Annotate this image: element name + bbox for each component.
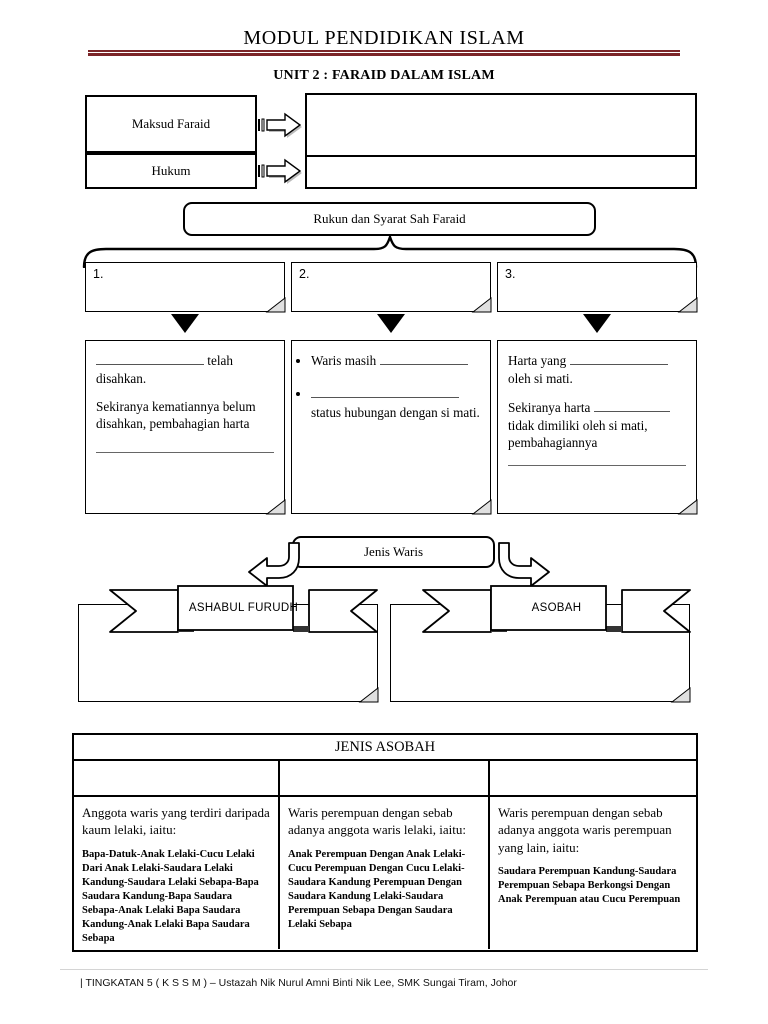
ribbon-ashabul-furudh-label: ASHABUL FURUDH [188,602,299,614]
asobah-table: JENIS ASOBAH Anggota waris yang terdiri … [72,733,698,952]
jenis-waris-heading-text: Jenis Waris [363,544,423,559]
page-curl-icon [671,492,698,515]
curved-arrow-right-down-icon [497,540,555,590]
page-curl-icon [465,492,492,515]
down-triangle-icon [583,314,611,333]
ribbon-asobah-label: ASOBAH [531,602,582,614]
page-curl-icon [671,290,698,313]
label-hukum-text: Hukum [151,163,191,178]
numbered-box-1-number: 1. [93,267,104,281]
footer-text: | TINGKATAN 5 ( K S S M ) – Ustazah Nik … [80,977,517,989]
page-curl-icon [465,290,492,313]
asobah-table-body: Anggota waris yang terdiri daripada kaum… [74,797,696,949]
asobah-table-title: JENIS ASOBAH [74,735,696,761]
numbered-box-3-number: 3. [505,267,516,281]
asobah-column-1-lead: Anggota waris yang terdiri daripada kaum… [82,805,270,838]
detail-1-answer-rule[interactable] [96,451,274,453]
right-block-arrow-icon [258,110,304,140]
asobah-column-3: Waris perempuan dengan sebab adanya angg… [490,797,695,949]
page-curl-icon [352,680,379,703]
asobah-column-1: Anggota waris yang terdiri daripada kaum… [74,797,280,949]
page-curl-icon [664,680,691,703]
detail-3-line-2: Sekiranya harta tidak dimiliki oleh si m… [508,398,686,451]
asobah-header-cell-2[interactable] [280,761,490,795]
answer-field-maksud-faraid[interactable] [307,95,695,157]
footer-divider [60,969,708,970]
asobah-column-2: Waris perempuan dengan sebab adanya angg… [280,797,490,949]
detail-2-bullet-2: status hubungan dengan si mati. [311,384,482,422]
detail-box-1[interactable]: telah disahkan. Sekiranya kematiannya be… [85,340,286,515]
curved-arrow-left-down-icon [243,540,301,590]
asobah-column-3-lead: Waris perempuan dengan sebab adanya angg… [498,805,672,855]
ribbon-ashabul-furudh: ASHABUL FURUDH [109,585,378,636]
numbered-box-2-number: 2. [299,267,310,281]
asobah-column-2-lead: Waris perempuan dengan sebab adanya angg… [288,805,466,838]
detail-1-line-1: telah disahkan. [96,351,274,387]
numbered-box-2[interactable]: 2. [291,262,492,313]
down-triangle-icon [377,314,405,333]
label-maksud-faraid: Maksud Faraid [85,95,257,153]
page-curl-icon [259,492,286,515]
asobah-column-1-detail: Bapa-Datuk-Anak Lelaki-Cucu Lelaki Dari … [82,848,259,944]
numbered-box-1[interactable]: 1. [85,262,286,313]
rukun-heading: Rukun dan Syarat Sah Faraid [183,202,596,236]
detail-box-2[interactable]: Waris masih status hubungan dengan si ma… [291,340,492,515]
rukun-heading-text: Rukun dan Syarat Sah Faraid [313,211,466,226]
detail-1-line-2: Sekiranya kematiannya belum disahkan, pe… [96,399,256,432]
detail-box-3[interactable]: Harta yang oleh si mati. Sekiranya harta… [497,340,698,515]
asobah-table-header-row [74,761,696,797]
detail-3-answer-rule[interactable] [508,464,686,467]
unit-title: UNIT 2 : FARAID DALAM ISLAM [273,68,495,83]
label-hukum: Hukum [85,153,257,189]
answer-area-definition [305,93,697,189]
detail-3-line-1: Harta yang oleh si mati. [508,351,686,387]
numbered-box-3[interactable]: 3. [497,262,698,313]
ribbon-asobah: ASOBAH [422,585,691,636]
title-divider [88,50,680,56]
asobah-column-2-detail: Anak Perempuan Dengan Anak Lelaki-Cucu P… [288,848,466,930]
page-curl-icon [259,290,286,313]
detail-2-bullet-1: Waris masih [311,351,482,370]
asobah-column-3-detail: Saudara Perempuan Kandung-Saudara Peremp… [498,865,681,905]
page-title: MODUL PENDIDIKAN ISLAM [243,27,525,49]
label-maksud-faraid-text: Maksud Faraid [131,116,211,131]
jenis-waris-heading: Jenis Waris [292,536,495,568]
answer-field-hukum[interactable] [307,157,695,188]
asobah-header-cell-3[interactable] [490,761,695,795]
right-block-arrow-icon [258,156,304,186]
down-triangle-icon [171,314,199,333]
curly-brace-icon [82,236,698,268]
asobah-header-cell-1[interactable] [74,761,280,795]
